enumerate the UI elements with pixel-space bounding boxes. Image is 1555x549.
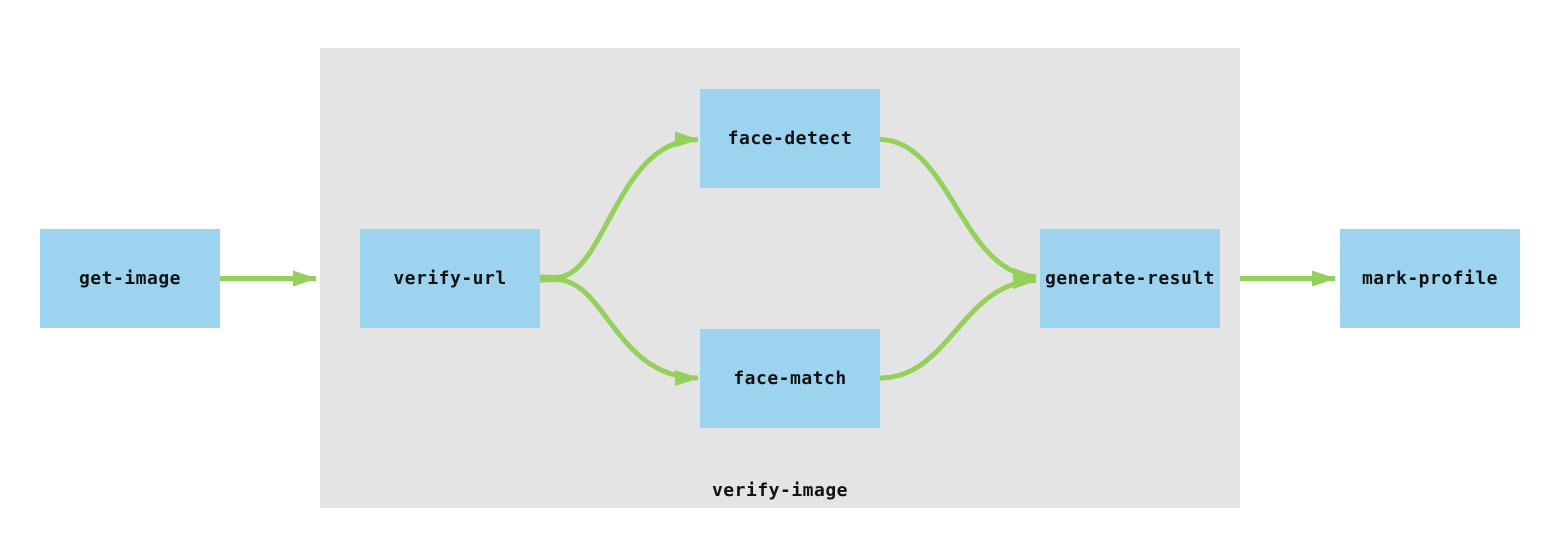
node-label: face-detect bbox=[727, 128, 853, 149]
node-mark-profile: mark-profile bbox=[1340, 229, 1520, 328]
node-label: mark-profile bbox=[1361, 268, 1499, 289]
node-verify-url: verify-url bbox=[360, 229, 540, 328]
node-label: get-image bbox=[78, 268, 182, 289]
node-label: verify-url bbox=[393, 268, 507, 289]
cluster-label: verify-image bbox=[711, 480, 849, 501]
node-face-match: face-match bbox=[700, 329, 880, 428]
node-label: face-match bbox=[733, 368, 847, 389]
node-label: generate-result bbox=[1044, 268, 1216, 289]
node-face-detect: face-detect bbox=[700, 89, 880, 188]
node-generate-result: generate-result bbox=[1040, 229, 1220, 328]
node-get-image: get-image bbox=[40, 229, 220, 328]
